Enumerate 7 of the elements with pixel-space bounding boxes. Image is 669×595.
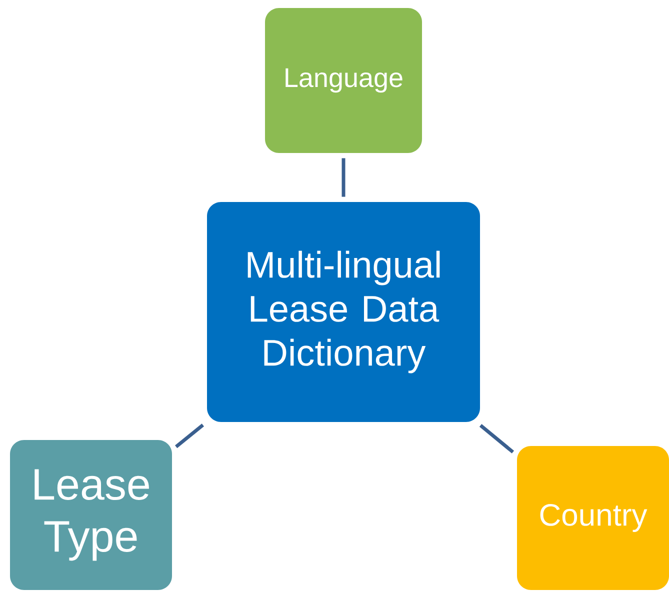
connector-line — [174, 424, 204, 448]
connector-line — [342, 158, 346, 197]
topic-box: Multi-lingual Lease Data Dictionary — [207, 202, 480, 422]
connector-line — [479, 424, 514, 454]
topic-box: Lease Type — [10, 440, 172, 590]
topic-box: Country — [517, 446, 669, 590]
topic-box: Language — [265, 8, 422, 153]
